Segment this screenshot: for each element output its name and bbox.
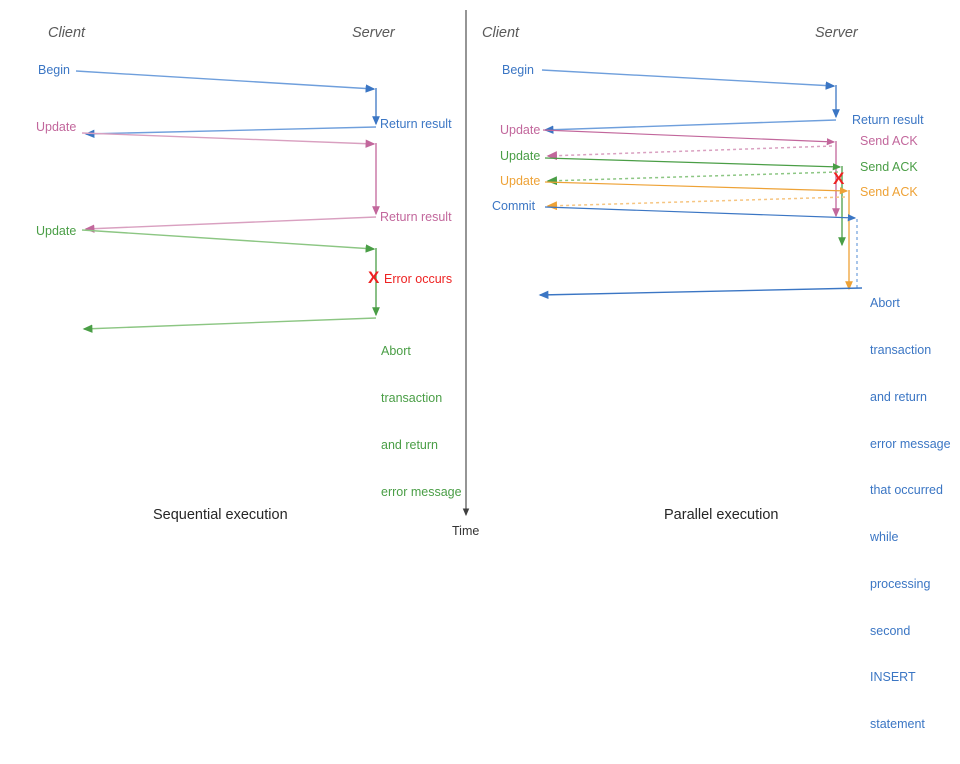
- parallel-messages: [538, 69, 863, 300]
- diagram-svg: [75, 10, 863, 517]
- message-return-result2-sequential: Return result: [380, 210, 452, 224]
- arrow-ack-p1: [546, 145, 833, 161]
- sequential-messages: [75, 70, 380, 333]
- message-update1-parallel: Update: [500, 123, 541, 137]
- arrow-update-2: [81, 229, 376, 253]
- actor-server-sequential: Server: [352, 25, 395, 41]
- message-update1-sequential: Update: [36, 120, 77, 134]
- abort-note-line: and return: [870, 389, 927, 404]
- arrow-update-p3: [544, 181, 849, 195]
- abort-note-line: INSERT: [870, 670, 916, 685]
- error-marker-sequential: X: [368, 268, 380, 287]
- abort-note-line: error message: [870, 436, 951, 451]
- arrow-abort-return-p: [538, 287, 863, 300]
- abort-note-parallel: Abort transaction and return error messa…: [870, 265, 951, 764]
- abort-note-line: transaction: [381, 390, 443, 405]
- message-return-result1-sequential: Return result: [380, 117, 452, 131]
- abort-note-line: transaction: [870, 342, 932, 357]
- arrow-ack-p2: [546, 171, 839, 186]
- message-begin-sequential: Begin: [38, 63, 70, 77]
- arrow-begin: [75, 70, 376, 93]
- caption-parallel: Parallel execution: [664, 507, 779, 523]
- message-send-ack2-parallel: Send ACK: [860, 160, 918, 174]
- arrow-return-result-2: [84, 216, 377, 233]
- time-axis-label: Time: [452, 524, 480, 538]
- error-label-sequential: Error occurs: [384, 272, 453, 286]
- message-commit-parallel: Commit: [492, 199, 536, 213]
- actor-client-sequential: Client: [48, 25, 86, 41]
- arrow-begin-p: [541, 69, 836, 90]
- message-return-result-parallel: Return result: [852, 113, 924, 127]
- abort-note-line: Abort: [381, 344, 411, 359]
- message-begin-parallel: Begin: [502, 63, 534, 77]
- message-update3-parallel: Update: [500, 174, 541, 188]
- abort-note-line: while: [870, 530, 899, 545]
- arrow-update-p1: [542, 129, 836, 146]
- arrow-commit-p: [544, 206, 857, 222]
- error-marker-parallel: X: [833, 169, 845, 188]
- message-send-ack3-parallel: Send ACK: [860, 185, 918, 199]
- actor-server-parallel: Server: [815, 25, 858, 41]
- abort-note-sequential: Abort transaction and return error messa…: [381, 313, 462, 531]
- arrow-abort-return: [82, 317, 377, 333]
- abort-note-line: and return: [381, 437, 438, 452]
- abort-note-line: that occurred: [870, 483, 943, 498]
- abort-note-line: error message: [381, 484, 462, 499]
- arrow-return-result-p: [543, 119, 837, 134]
- abort-note-line: processing: [870, 576, 931, 591]
- arrow-return-result-1: [84, 126, 377, 138]
- message-update2-parallel: Update: [500, 149, 541, 163]
- caption-sequential: Sequential execution: [153, 507, 288, 523]
- arrow-ack-p3: [546, 196, 846, 211]
- abort-note-line: statement: [870, 717, 925, 732]
- message-send-ack1-parallel: Send ACK: [860, 134, 918, 148]
- abort-note-line: second: [870, 623, 911, 638]
- message-update2-sequential: Update: [36, 224, 77, 238]
- abort-note-line: Abort: [870, 296, 900, 311]
- actor-client-parallel: Client: [482, 25, 520, 41]
- sequence-diagram-canvas: Client Server Begin Update Update Return…: [36, 10, 951, 732]
- arrow-update-1: [81, 132, 376, 148]
- arrow-update-p2: [544, 157, 842, 171]
